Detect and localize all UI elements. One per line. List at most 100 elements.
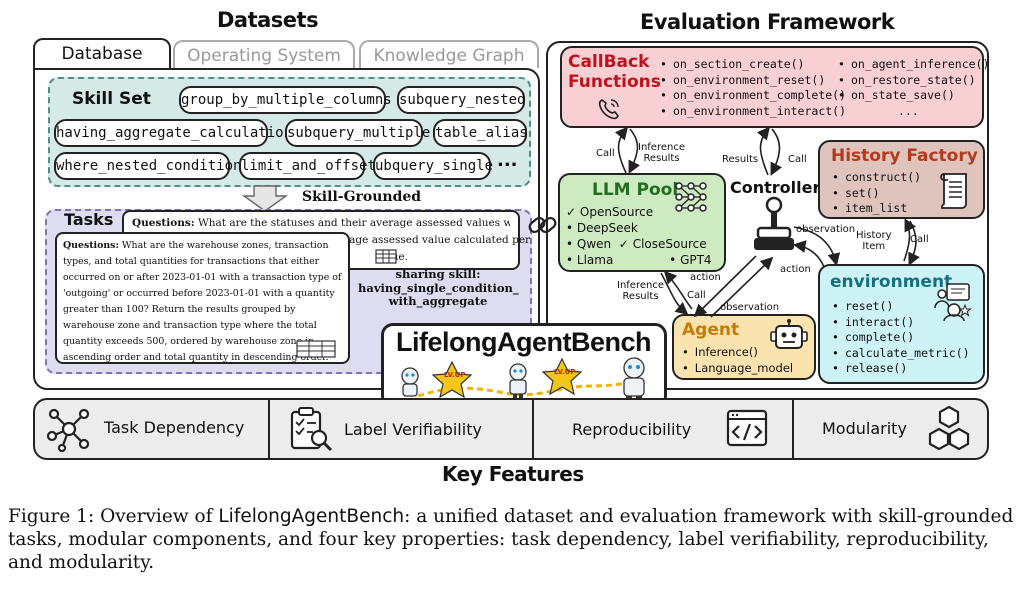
feature-divider bbox=[532, 398, 534, 460]
action-label: action bbox=[690, 272, 721, 283]
history-item: item_list bbox=[832, 201, 921, 217]
callback-title: CallBack Functions bbox=[568, 52, 661, 92]
question-label: Questions: bbox=[132, 217, 195, 229]
skill-grounded-arrow bbox=[241, 185, 289, 212]
key-features-title: Key Features bbox=[442, 462, 584, 486]
llm-item: GPT4 bbox=[680, 253, 712, 267]
llm-item: DeepSeek bbox=[576, 221, 638, 235]
llm-pool-box bbox=[558, 173, 726, 272]
caption-name: LifelongAgentBench bbox=[218, 506, 405, 527]
skill-pill: subquery_nested bbox=[397, 86, 525, 114]
joystick-icon bbox=[754, 196, 794, 250]
llm-item: CloseSource bbox=[632, 237, 707, 251]
task-question-text: What are the warehouse zones, transactio… bbox=[63, 240, 342, 363]
action-label: action bbox=[780, 264, 811, 275]
agent-title: Agent bbox=[682, 320, 740, 340]
question-label: Questions: bbox=[63, 240, 119, 251]
environment-item: reset() bbox=[832, 299, 970, 315]
label-line: Inference bbox=[638, 142, 685, 153]
skill-pill: subquery_multiple bbox=[285, 119, 430, 147]
skill-pill: group_by_multiple_columns bbox=[179, 86, 392, 114]
code-window-icon bbox=[726, 409, 768, 447]
sharing-skill-value: having_single_condition_ bbox=[358, 280, 519, 295]
call-label: Call bbox=[687, 290, 706, 301]
call-label: Call bbox=[788, 154, 807, 165]
environment-item: calculate_metric() bbox=[832, 346, 970, 362]
environment-item: interact() bbox=[832, 315, 970, 331]
flow-arrows bbox=[614, 126, 920, 318]
evaluation-panel bbox=[546, 41, 989, 390]
task-question-text: verage assessed value calculated per bbox=[332, 234, 531, 246]
skill-set-label: Skill Set bbox=[72, 89, 151, 109]
llm-item: Qwen bbox=[576, 237, 612, 251]
llm-pool-title: LLM Pool bbox=[592, 180, 679, 200]
sharing-skill-note: sharing skill: having_single_condition_ … bbox=[358, 267, 519, 309]
controller-label: Controller bbox=[730, 178, 821, 197]
feature-label-verifiability: Label Verifiability bbox=[344, 420, 482, 439]
environment-list: reset() interact() complete() calculate_… bbox=[832, 299, 970, 377]
key-features-bar bbox=[33, 398, 989, 460]
task-card-front: Questions: What are the warehouse zones,… bbox=[55, 232, 350, 364]
callback-item: on_restore_state() bbox=[838, 73, 989, 89]
call-label: Call bbox=[596, 148, 615, 159]
feature-modularity: Modularity bbox=[822, 419, 907, 438]
callback-item: on_section_create() bbox=[660, 57, 846, 73]
network-graph-icon bbox=[46, 408, 90, 452]
callback-item: on_state_save() bbox=[838, 88, 989, 104]
history-item: set() bbox=[832, 186, 921, 202]
agent-list: Inference() Language_model bbox=[682, 345, 793, 376]
phone-callback-icon bbox=[598, 99, 619, 120]
call-label: Call bbox=[910, 234, 929, 245]
feature-divider bbox=[792, 398, 794, 460]
bench-title: LifelongAgentBench bbox=[396, 327, 652, 357]
clipboard-check-icon bbox=[290, 407, 333, 452]
sharing-skill-value: with_aggregate bbox=[388, 294, 488, 308]
feature-divider bbox=[268, 398, 270, 460]
lvup-label: LV.UP bbox=[554, 368, 576, 376]
callback-list-left: on_section_create() on_environment_reset… bbox=[660, 57, 846, 119]
robot-icon bbox=[401, 367, 419, 397]
observation-label: observation bbox=[720, 302, 780, 313]
tasks-label: Tasks bbox=[64, 210, 114, 229]
star-lvup-icon bbox=[541, 357, 583, 396]
sharing-skill-label: sharing skill: bbox=[395, 267, 481, 281]
check-icon: ✓ bbox=[618, 237, 629, 251]
tab-operating-system[interactable]: Operating System bbox=[173, 40, 355, 68]
callback-item: on_agent_inference() bbox=[838, 57, 989, 73]
llm-pool-list: ✓ OpenSource • DeepSeek • Qwen ✓ CloseSo… bbox=[566, 205, 712, 267]
skills-ellipsis: ... bbox=[497, 150, 518, 171]
feature-reproducibility: Reproducibility bbox=[572, 420, 692, 439]
figure-caption: Figure 1: Overview of LifelongAgentBench… bbox=[8, 505, 1018, 574]
label-line: Results bbox=[643, 153, 680, 164]
llm-item: Llama bbox=[576, 253, 614, 267]
evaluation-framework-title: Evaluation Framework bbox=[640, 10, 895, 34]
skill-pill: table_alias bbox=[433, 119, 528, 147]
callback-item: ... bbox=[898, 103, 919, 118]
skill-pill: ubquery_single bbox=[373, 152, 493, 180]
skill-pill: having_aggregate_calculation bbox=[54, 119, 292, 147]
neural-network-icon bbox=[675, 182, 707, 212]
hexagon-modules-icon bbox=[928, 405, 970, 451]
label-line: Inference bbox=[617, 280, 664, 291]
task-question-text: What are the statuses and their average … bbox=[197, 217, 510, 229]
history-factory-list: construct() set() item_list bbox=[832, 170, 921, 217]
observation-label: observation bbox=[796, 224, 856, 235]
callback-item: on_environment_reset() bbox=[660, 73, 846, 89]
tab-database[interactable]: Database bbox=[33, 38, 171, 70]
feature-task-dependency: Task Dependency bbox=[104, 418, 245, 437]
agent-item: Inference() bbox=[682, 345, 793, 361]
environment-item: release() bbox=[832, 361, 970, 377]
scroll-icon bbox=[940, 173, 967, 209]
link-icon bbox=[528, 216, 557, 234]
callback-title-line: Functions bbox=[568, 72, 661, 92]
robot-icon bbox=[509, 363, 527, 402]
agent-item: Language_model bbox=[682, 361, 793, 377]
check-icon: ✓ bbox=[566, 205, 577, 219]
skill-pill: limit_and_offset bbox=[239, 152, 376, 180]
callback-item: on_environment_interact() bbox=[660, 104, 846, 120]
tab-knowledge-graph[interactable]: Knowledge Graph bbox=[359, 40, 539, 68]
history-item: construct() bbox=[832, 170, 921, 186]
